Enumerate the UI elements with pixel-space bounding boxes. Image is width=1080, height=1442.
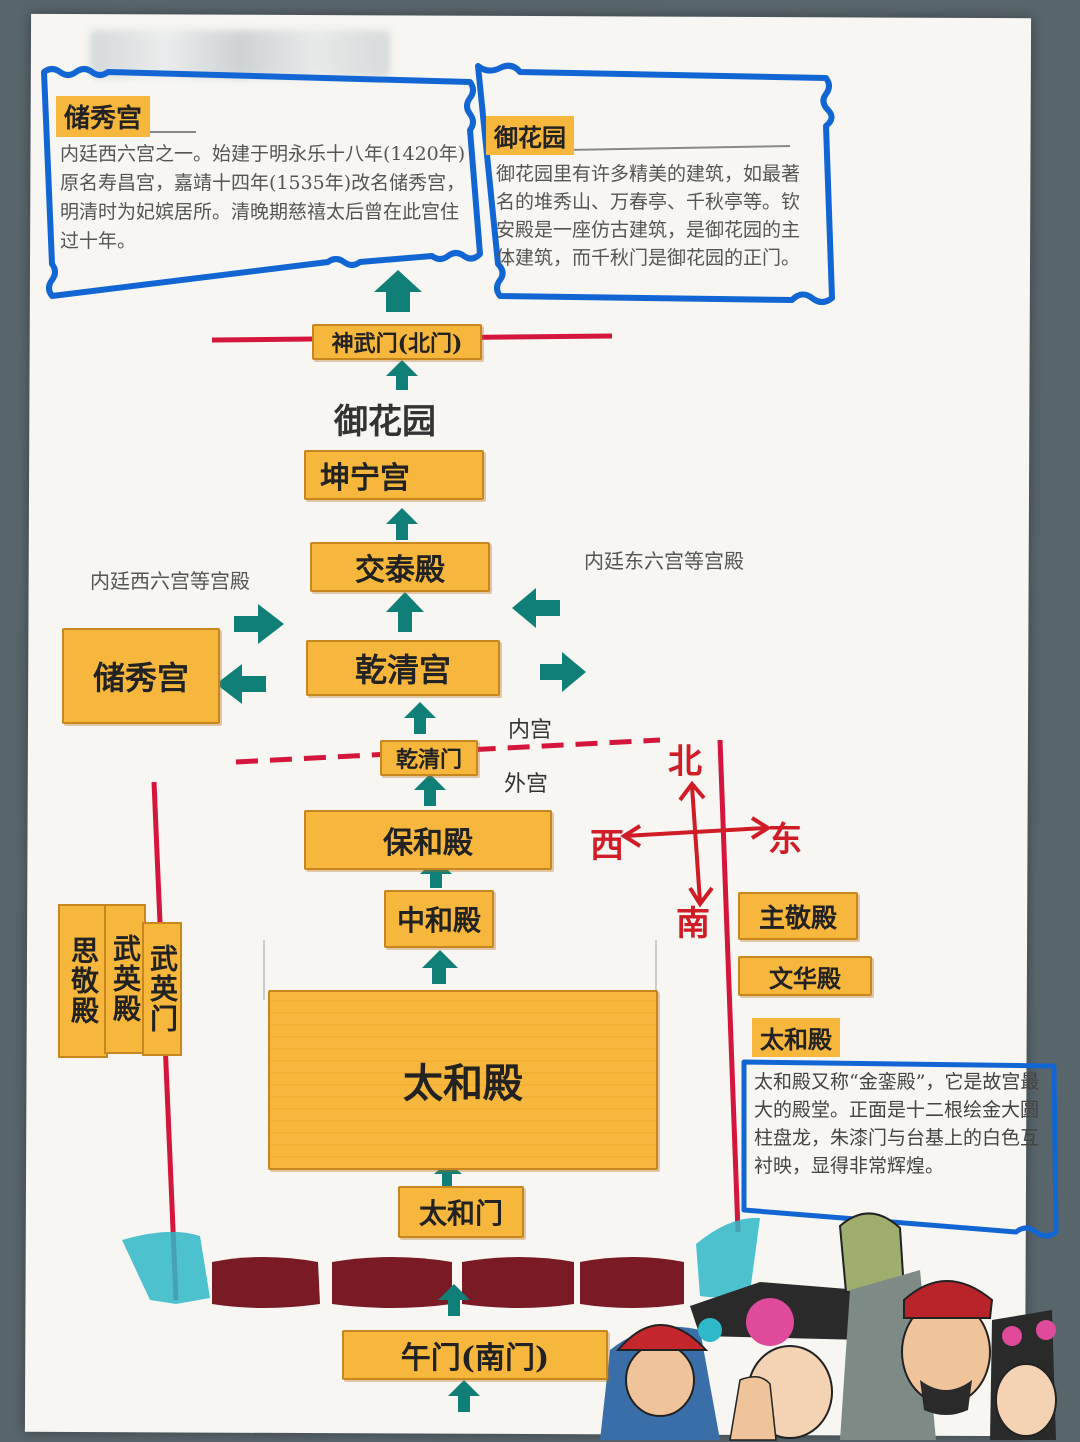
building-baohedian: 保和殿 — [304, 810, 552, 870]
label-yuhuayuan: 御花园 — [334, 402, 436, 442]
building-chuxiugong: 储秀宫 — [62, 628, 220, 724]
card-border-taihedian — [741, 1059, 1059, 1239]
building-qianqingmen: 乾清门 — [380, 740, 478, 776]
card-text-yuhuayuan: 御花园里有许多精美的建筑，如最著名的堆秀山、万春亭、千秋亭等。钦安殿是一座仿古建… — [496, 163, 801, 269]
building-shenwumen: 神武门(北门) — [312, 324, 482, 360]
compass-north: 北 — [668, 742, 702, 782]
building-taihemen: 太和门 — [398, 1186, 524, 1238]
label-outer-court: 外宫 — [504, 772, 549, 797]
flow-arrows — [216, 270, 586, 1412]
card-text-taihedian: 太和殿又称“金銮殿”，它是故宫最大的殿堂。正面是十二根绘金大圆柱盘龙，朱漆门与台… — [754, 1071, 1040, 1177]
bridges — [212, 1257, 684, 1308]
building-jiaotaidian: 交泰殿 — [310, 542, 490, 592]
building-taihedian: 太和殿 — [268, 990, 658, 1170]
card-text-chuxiu: 内廷西六宫之一。始建于明永乐十八年(1420年)原名寿昌宫，嘉靖十四年(1535… — [60, 143, 466, 252]
card-border-yuhuayuan — [475, 62, 835, 305]
card-title-taihedian: 太和殿 — [752, 1018, 840, 1057]
compass-east: 东 — [768, 820, 802, 860]
building-zhujingdian: 主敬殿 — [738, 892, 858, 940]
building-qianqinggong: 乾清宫 — [306, 640, 500, 696]
card-border-chuxiu — [41, 66, 483, 299]
building-kunninggong: 坤宁宫 — [304, 450, 484, 500]
compass-arrows — [620, 780, 772, 908]
moat — [122, 1231, 210, 1304]
building-wuyingmen: 武英门 — [142, 922, 182, 1056]
label-west-palaces: 内廷西六宫等宫殿 — [90, 569, 250, 593]
court-figures-illustration — [600, 1212, 1057, 1441]
building-zhonghedian: 中和殿 — [384, 890, 494, 948]
card-title-chuxiu: 储秀宫 — [56, 96, 151, 137]
building-wenhuadian: 文华殿 — [738, 956, 872, 996]
building-wuyingdian: 武英殿 — [104, 904, 146, 1054]
card-title-yuhuayuan: 御花园 — [486, 116, 574, 155]
building-wumen: 午门(南门) — [342, 1330, 608, 1380]
compass-south: 南 — [676, 904, 710, 944]
label-east-palaces: 内廷东六宫等宫殿 — [584, 549, 744, 573]
label-inner-court: 内宫 — [508, 718, 553, 743]
building-sijingdian: 思敬殿 — [58, 904, 108, 1058]
east-wall-line — [717, 739, 741, 1233]
compass-west: 西 — [590, 826, 624, 866]
